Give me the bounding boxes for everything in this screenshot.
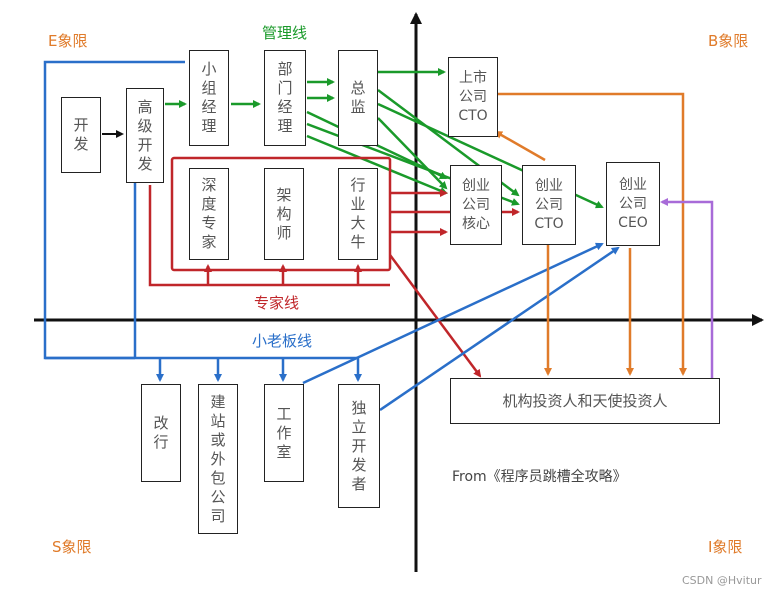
node-studio: 工作室: [264, 384, 304, 482]
b-quadrant-arrows: [494, 92, 687, 376]
node-career-change: 改行: [141, 384, 181, 482]
node-outsourcing: 建站或外包公司: [198, 384, 238, 534]
node-senior-dev: 高级开发: [126, 88, 164, 183]
boss-line-arrows: [43, 60, 620, 412]
node-startup-core: 创业 公司 核心: [450, 165, 502, 245]
quadrant-i-label: I象限: [708, 538, 743, 556]
watermark: CSDN @Hvitur: [682, 574, 762, 587]
node-indie-dev: 独立开发者: [338, 384, 380, 508]
quadrant-e-label: E象限: [48, 32, 88, 50]
node-startup-cto: 创业 公司 CTO: [522, 165, 576, 245]
node-architect: 架构师: [264, 168, 304, 260]
node-deep-expert: 深度专家: [189, 168, 229, 260]
node-startup-ceo: 创业 公司 CEO: [606, 162, 660, 246]
source-caption: From《程序员跳槽全攻略》: [452, 469, 627, 485]
node-investors: 机构投资人和天使投资人: [450, 378, 720, 424]
boss-line-label: 小老板线: [252, 332, 313, 350]
node-industry-expert: 行业大牛: [338, 168, 378, 260]
investor-line-arrows: [660, 198, 714, 378]
node-team-manager: 小组经理: [189, 50, 229, 146]
quadrant-s-label: S象限: [52, 538, 92, 556]
management-line-label: 管理线: [262, 24, 308, 42]
expert-line-label: 专家线: [254, 294, 300, 312]
quadrant-b-label: B象限: [708, 32, 749, 50]
node-director: 总监: [338, 50, 378, 146]
node-dept-manager: 部门经理: [264, 50, 306, 146]
node-dev: 开发: [61, 97, 101, 173]
node-public-cto: 上市 公司 CTO: [448, 57, 498, 137]
